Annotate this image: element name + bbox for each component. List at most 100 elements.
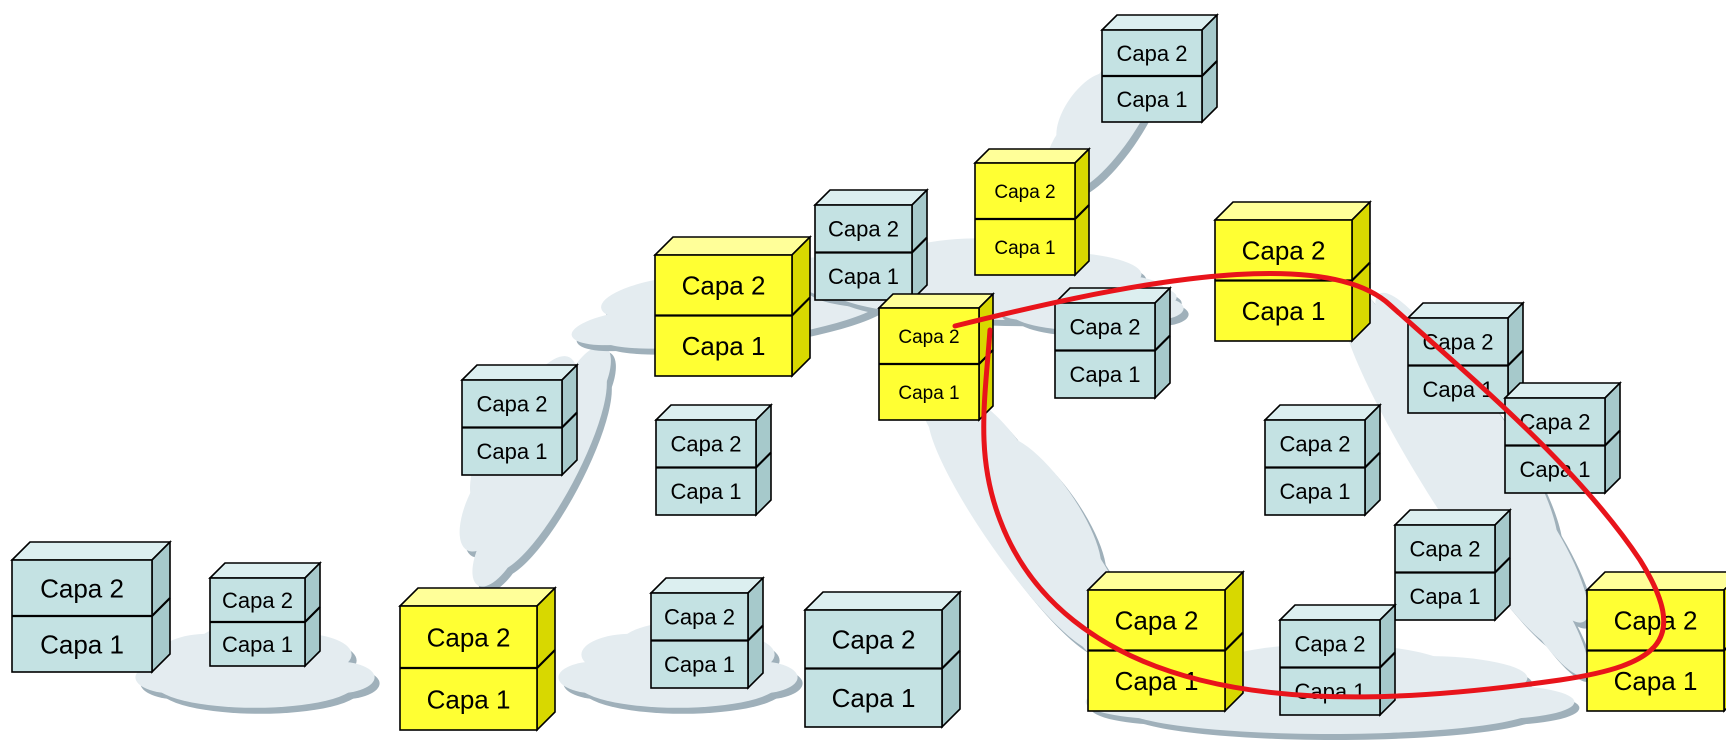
node-n14: Capa 2 Capa 1: [1053, 286, 1172, 400]
layer-divider-side: [1224, 631, 1244, 652]
label-capa-1: Capa 1: [994, 238, 1055, 259]
label-capa-2: Capa 2: [671, 432, 742, 457]
label-capa-2: Capa 2: [994, 182, 1055, 203]
node-n11: Capa 2 Capa 1: [973, 147, 1091, 277]
label-capa-1: Capa 1: [664, 652, 735, 677]
node-top-face: [649, 577, 765, 594]
layer-divider-side: [911, 236, 928, 254]
node-top-face: [813, 189, 929, 206]
label-capa-2: Capa 2: [832, 625, 916, 655]
label-capa-2: Capa 2: [427, 622, 511, 652]
layer-divider-side: [747, 624, 764, 642]
label-capa-1: Capa 1: [1115, 666, 1199, 696]
label-capa-1: Capa 1: [1410, 584, 1481, 609]
label-capa-2: Capa 2: [682, 271, 766, 301]
node-n6: Capa 2 Capa 1: [653, 235, 812, 378]
layer-divider-side: [755, 451, 772, 469]
node-n1: Capa 2 Capa 1: [10, 540, 172, 674]
node-n21: Capa 2 Capa 1: [1585, 571, 1726, 713]
node-n4: Capa 2 Capa 1: [460, 363, 579, 477]
label-capa-1: Capa 1: [832, 683, 916, 713]
node-n7: Capa 2 Capa 1: [649, 576, 765, 690]
label-capa-2: Capa 2: [1280, 432, 1351, 457]
route-layer: [952, 271, 1667, 700]
label-capa-1: Capa 1: [671, 479, 742, 504]
label-capa-1: Capa 1: [1242, 296, 1326, 326]
label-capa-1: Capa 1: [682, 331, 766, 361]
node-n12: Capa 2 Capa 1: [1100, 13, 1219, 124]
label-capa-2: Capa 2: [1242, 236, 1326, 266]
node-top-face: [1393, 509, 1512, 526]
node-n17: Capa 2 Capa 1: [1263, 403, 1382, 517]
node-top-face: [1278, 604, 1397, 621]
node-n18: Capa 2 Capa 1: [1086, 570, 1245, 713]
label-capa-2: Capa 2: [1410, 537, 1481, 562]
label-capa-2: Capa 2: [828, 217, 899, 242]
node-top-face: [973, 148, 1091, 164]
node-top-face: [460, 364, 579, 381]
node-n10: Capa 2 Capa 1: [877, 292, 995, 422]
node-top-face: [1406, 302, 1525, 319]
label-capa-1: Capa 1: [1117, 87, 1188, 112]
layer-divider-side: [1201, 60, 1218, 77]
layer-divider-side: [1494, 556, 1511, 574]
layer-divider-side: [561, 411, 578, 429]
layer-divider-side: [1379, 651, 1396, 669]
layer-divider-side: [941, 649, 961, 670]
layer-divider-side: [791, 296, 811, 317]
label-capa-1: Capa 1: [1070, 362, 1141, 387]
label-capa-2: Capa 2: [898, 327, 959, 348]
label-capa-1: Capa 1: [1520, 457, 1591, 482]
node-n2: Capa 2 Capa 1: [208, 561, 322, 668]
label-capa-1: Capa 1: [477, 439, 548, 464]
layer-divider-side: [536, 649, 556, 669]
label-capa-2: Capa 2: [664, 605, 735, 630]
label-capa-2: Capa 2: [1117, 41, 1188, 66]
layer-divider-side: [304, 606, 321, 623]
label-capa-1: Capa 1: [1614, 666, 1698, 696]
node-top-face: [10, 541, 172, 561]
node-layer: Capa 2 Capa 1 Capa 2 Capa 1 Capa 2 Capa 1 Capa…: [10, 13, 1726, 732]
label-capa-1: Capa 1: [828, 264, 899, 289]
node-n20: Capa 2 Capa 1: [1278, 603, 1397, 717]
layer-divider-side: [1074, 204, 1090, 220]
route-path: [952, 271, 1667, 700]
node-n5: Capa 2 Capa 1: [654, 403, 773, 517]
layer-divider-side: [1364, 451, 1381, 469]
node-top-face: [1086, 571, 1245, 591]
node-top-face: [398, 587, 557, 607]
node-top-face: [877, 293, 995, 309]
node-top-face: [208, 562, 322, 579]
label-capa-1: Capa 1: [1280, 479, 1351, 504]
node-top-face: [653, 236, 812, 256]
label-capa-1: Capa 1: [222, 632, 293, 657]
label-capa-2: Capa 2: [1295, 632, 1366, 657]
label-capa-2: Capa 2: [40, 573, 124, 603]
node-n9: Capa 2 Capa 1: [813, 188, 929, 302]
layer-divider-side: [1604, 429, 1621, 447]
node-top-face: [654, 404, 773, 421]
node-n19: Capa 2 Capa 1: [1393, 508, 1512, 622]
label-capa-1: Capa 1: [1295, 679, 1366, 704]
label-capa-1: Capa 1: [427, 684, 511, 714]
layer-divider-side: [151, 597, 171, 617]
layer-divider-side: [1154, 334, 1171, 352]
node-top-face: [1503, 382, 1622, 399]
node-n13: Capa 2 Capa 1: [1213, 200, 1372, 343]
label-capa-2: Capa 2: [1070, 315, 1141, 340]
label-capa-2: Capa 2: [477, 392, 548, 417]
label-capa-2: Capa 2: [222, 588, 293, 613]
label-capa-2: Capa 2: [1614, 606, 1698, 636]
node-n3: Capa 2 Capa 1: [398, 586, 557, 732]
node-top-face: [803, 591, 962, 611]
label-capa-1: Capa 1: [40, 629, 124, 659]
node-n8: Capa 2 Capa 1: [803, 590, 962, 729]
label-capa-2: Capa 2: [1115, 606, 1199, 636]
node-top-face: [1100, 14, 1219, 31]
node-top-face: [1213, 201, 1372, 221]
label-capa-1: Capa 1: [898, 383, 959, 404]
layer-divider-side: [1351, 261, 1371, 282]
